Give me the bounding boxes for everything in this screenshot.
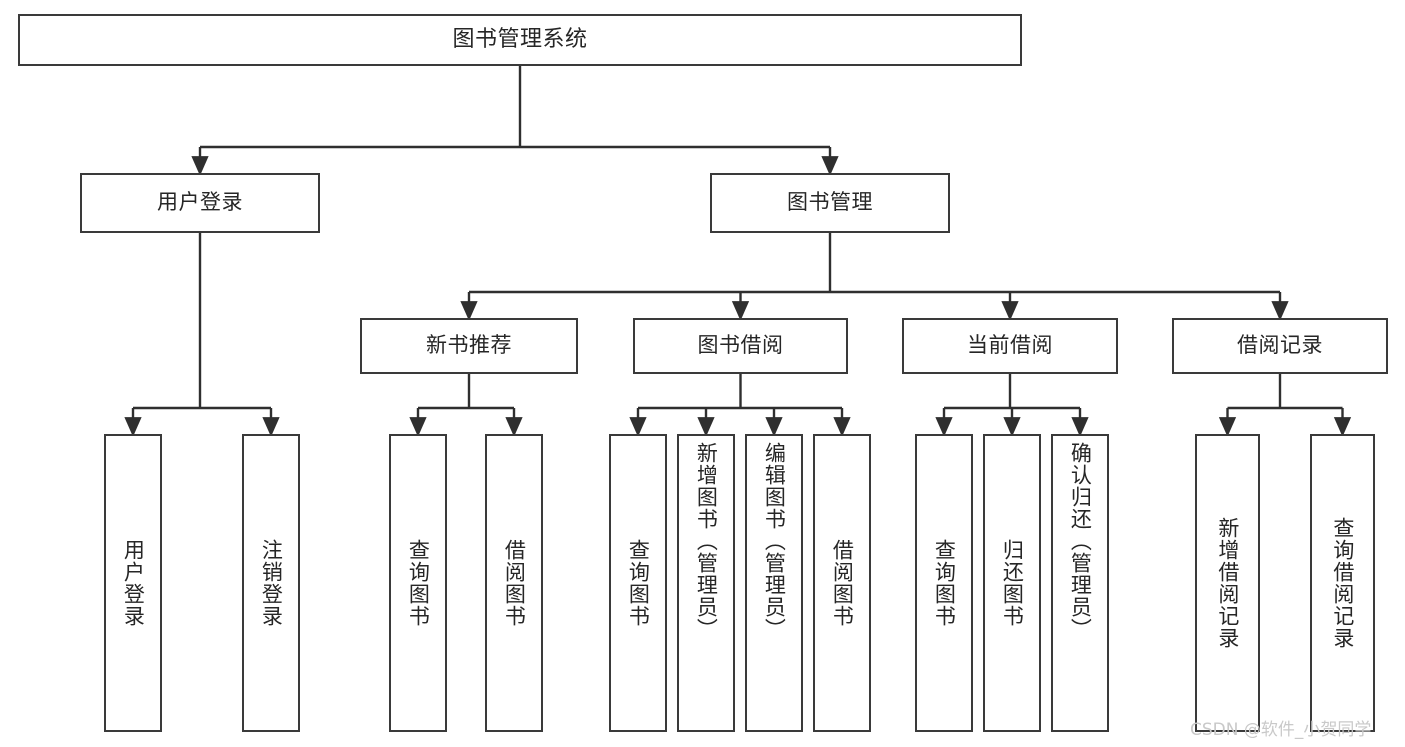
node-label-l-b-query: 查询图书 [626,539,651,627]
node-label-l-login: 用户登录 [121,539,146,627]
node-l-b-edit[interactable]: 编辑图书（管理员） [745,434,803,732]
node-l-c-confirm[interactable]: 确认归还（管理员） [1051,434,1109,732]
node-label-l-b-add: 新增图书（管理员） [694,442,719,640]
node-label-l-r-add: 新增借阅记录 [1215,517,1240,649]
node-label-l-logout: 注销登录 [259,539,284,627]
node-current[interactable]: 当前借阅 [902,318,1118,374]
node-label-root: 图书管理系统 [452,26,588,52]
node-login[interactable]: 用户登录 [80,173,320,233]
node-label-borrow: 图书借阅 [697,333,784,358]
node-l-r-query[interactable]: 查询借阅记录 [1310,434,1375,732]
node-label-l-nb-query: 查询图书 [406,539,431,627]
node-newbook[interactable]: 新书推荐 [360,318,578,374]
node-label-l-c-query: 查询图书 [932,539,957,627]
node-label-current: 当前借阅 [967,333,1053,358]
node-label-records: 借阅记录 [1237,333,1323,358]
node-label-l-c-confirm: 确认归还（管理员） [1068,442,1093,640]
node-borrow[interactable]: 图书借阅 [633,318,848,374]
node-l-nb-borrow[interactable]: 借阅图书 [485,434,543,732]
node-l-nb-query[interactable]: 查询图书 [389,434,447,732]
node-label-bookmgmt: 图书管理 [787,190,873,215]
node-label-l-nb-borrow: 借阅图书 [502,539,527,627]
node-label-login: 用户登录 [157,190,243,215]
node-l-logout[interactable]: 注销登录 [242,434,300,732]
node-bookmgmt[interactable]: 图书管理 [710,173,950,233]
node-l-b-add[interactable]: 新增图书（管理员） [677,434,735,732]
node-l-c-query[interactable]: 查询图书 [915,434,973,732]
node-label-l-b-edit: 编辑图书（管理员） [762,442,787,640]
node-label-l-b-borrow: 借阅图书 [830,539,855,627]
node-label-l-r-query: 查询借阅记录 [1330,517,1355,649]
node-l-login[interactable]: 用户登录 [104,434,162,732]
node-records[interactable]: 借阅记录 [1172,318,1388,374]
node-root[interactable]: 图书管理系统 [18,14,1022,66]
csdn-watermark: CSDN @软件_小贺同学 [1190,720,1372,740]
node-label-l-c-return: 归还图书 [1000,539,1025,627]
node-l-r-add[interactable]: 新增借阅记录 [1195,434,1260,732]
node-l-b-borrow[interactable]: 借阅图书 [813,434,871,732]
node-l-b-query[interactable]: 查询图书 [609,434,667,732]
node-l-c-return[interactable]: 归还图书 [983,434,1041,732]
node-label-newbook: 新书推荐 [426,333,512,358]
